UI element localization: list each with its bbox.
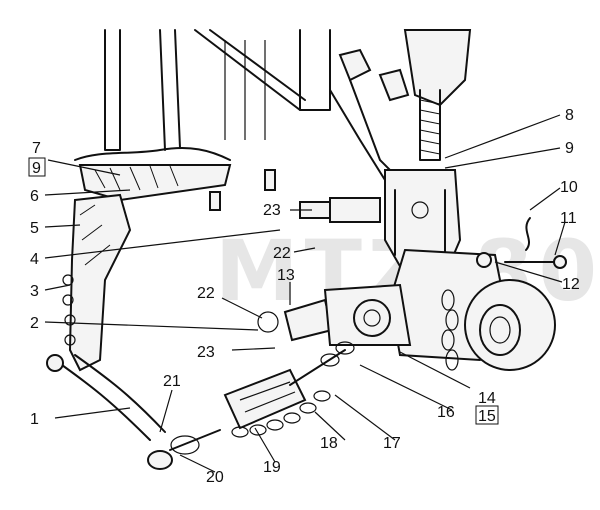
callout-9-box-left — [28, 157, 46, 177]
callout-18: 18 — [320, 435, 338, 452]
callout-5: 5 — [30, 220, 39, 237]
callout-23b: 23 — [263, 202, 281, 219]
callout-19: 19 — [263, 459, 281, 476]
callout-9-left: 9 — [32, 160, 41, 177]
callout-11: 11 — [560, 210, 577, 227]
hitch-yoke — [299, 169, 462, 276]
callout-21: 21 — [163, 373, 181, 390]
callout-labels: 1 2 3 4 5 6 7 9 8 9 10 11 12 13 14 15 16… — [28, 107, 580, 486]
callout-14: 14 — [478, 390, 496, 407]
callout-13: 13 — [277, 267, 295, 284]
callout-8: 8 — [565, 107, 574, 124]
callout-4: 4 — [30, 251, 39, 268]
callout-23: 23 — [197, 344, 215, 361]
callout-3: 3 — [30, 283, 39, 300]
tractor-frame — [74, 29, 386, 202]
turnbuckle-chain — [46, 341, 355, 470]
left-bracket — [62, 169, 276, 372]
callout-16: 16 — [437, 404, 455, 421]
callout-15: 15 — [478, 408, 496, 425]
callout-20: 20 — [206, 469, 224, 486]
callout-2: 2 — [30, 315, 39, 332]
callout-6: 6 — [30, 188, 39, 205]
callout-9: 9 — [565, 140, 574, 157]
callout-10: 10 — [560, 179, 578, 196]
callout-22b: 22 — [273, 245, 291, 262]
callout-7: 7 — [32, 140, 41, 157]
safety-chain-right — [441, 289, 459, 371]
callout-15-box — [475, 405, 499, 425]
hitch-pin — [257, 283, 412, 346]
callout-1: 1 — [30, 411, 39, 428]
callout-12: 12 — [562, 276, 580, 293]
leader-lines — [44, 114, 566, 473]
callout-17: 17 — [383, 435, 401, 452]
lift-cylinder — [338, 29, 472, 181]
callout-22: 22 — [197, 285, 215, 302]
ball-hitch — [388, 217, 567, 371]
